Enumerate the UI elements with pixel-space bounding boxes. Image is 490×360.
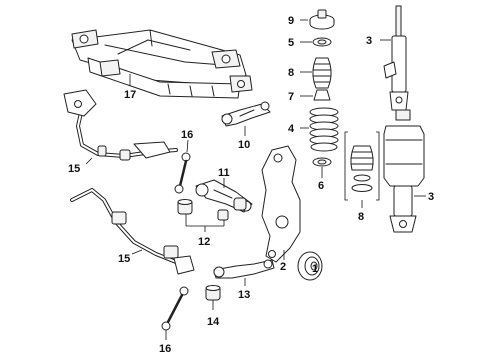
crossmember-subframe bbox=[71, 29, 253, 99]
callout-3-upper: 3 bbox=[366, 35, 372, 47]
boot-kit-bracket bbox=[344, 131, 380, 201]
callout-4: 4 bbox=[288, 123, 295, 135]
callout-14: 14 bbox=[207, 316, 220, 328]
callout-17: 17 bbox=[124, 89, 136, 101]
lower-rear-control-arm bbox=[213, 259, 275, 279]
callout-2: 2 bbox=[280, 261, 286, 273]
leader-12 bbox=[185, 214, 225, 232]
callout-8-lower: 8 bbox=[358, 211, 364, 223]
control-arm-bushings bbox=[177, 197, 247, 221]
callout-3-lower: 3 bbox=[428, 191, 434, 203]
bushing bbox=[205, 285, 221, 301]
coil-spring bbox=[309, 107, 339, 152]
callout-5: 5 bbox=[288, 37, 294, 49]
dust-boot bbox=[312, 57, 332, 89]
callout-16-lower: 16 bbox=[159, 343, 171, 355]
hub-and-bearing bbox=[297, 251, 323, 281]
stabilizer-link-lower bbox=[161, 286, 189, 331]
leader-15b bbox=[131, 249, 143, 255]
callout-12: 12 bbox=[198, 236, 210, 248]
callout-13: 13 bbox=[238, 289, 250, 301]
callout-9: 9 bbox=[288, 15, 294, 27]
callout-15-lower: 15 bbox=[118, 253, 130, 265]
callout-1-visible: 1 bbox=[312, 263, 318, 275]
air-strut-lower bbox=[383, 109, 425, 233]
spring-seat bbox=[312, 157, 332, 167]
callout-8-upper: 8 bbox=[288, 67, 294, 79]
leader-15a bbox=[85, 157, 93, 165]
callout-6: 6 bbox=[318, 180, 324, 192]
leader-16a bbox=[186, 139, 189, 153]
stabilizer-link-upper bbox=[174, 152, 191, 194]
upper-control-arm bbox=[221, 101, 271, 127]
stabilizer-bar-upper bbox=[63, 89, 178, 161]
strut-bearing bbox=[312, 37, 332, 47]
callout-10: 10 bbox=[238, 139, 250, 151]
upper-strut-mount bbox=[309, 9, 335, 30]
callout-11: 11 bbox=[218, 167, 230, 179]
bump-stop bbox=[313, 89, 331, 101]
shock-absorber-upper bbox=[383, 5, 409, 111]
stabilizer-bar-lower bbox=[70, 188, 195, 275]
callout-7: 7 bbox=[288, 91, 294, 103]
callout-15-upper: 15 bbox=[68, 163, 80, 175]
callout-16-upper: 16 bbox=[181, 129, 193, 141]
steering-knuckle bbox=[261, 145, 301, 263]
